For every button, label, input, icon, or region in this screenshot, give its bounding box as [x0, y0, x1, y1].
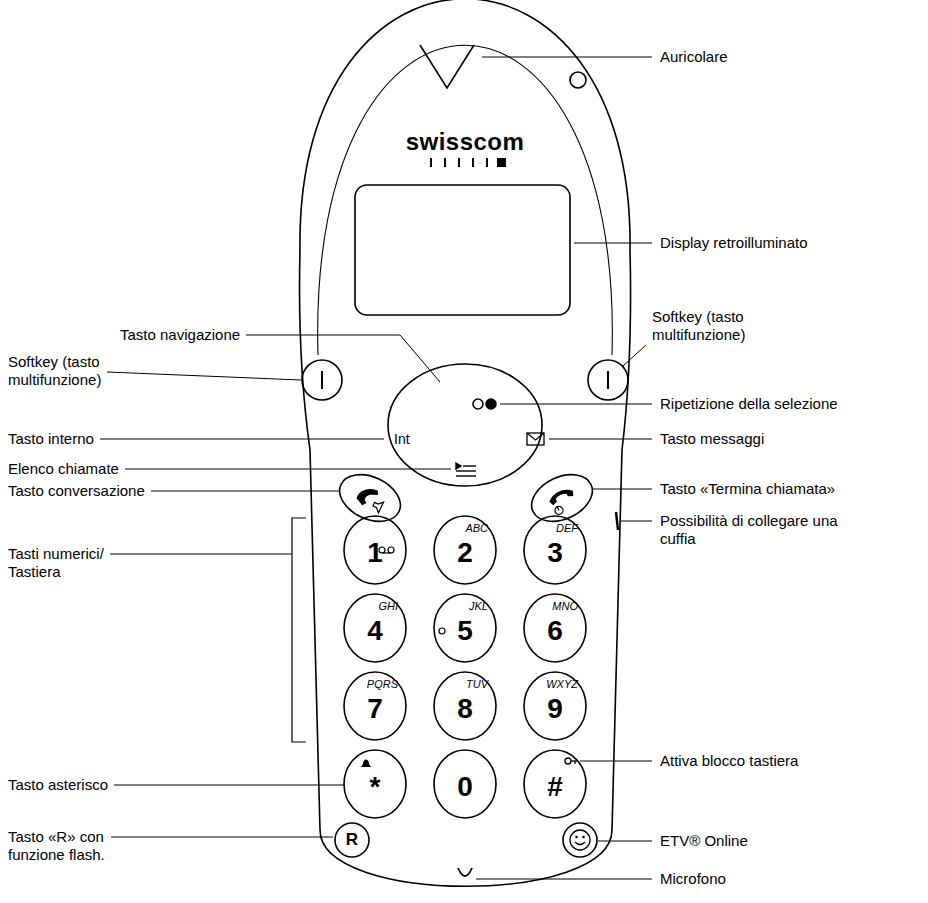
key-label: MNO	[552, 600, 578, 612]
softkey-mark	[321, 371, 323, 389]
number-key: 4 GHI	[343, 593, 407, 663]
key-label: 4	[343, 616, 407, 646]
callout-label: Softkey (tasto multifunzione)	[8, 353, 173, 389]
number-key: 7 PQRS	[343, 671, 407, 741]
number-key: 8 TUV	[433, 671, 497, 741]
leader-line	[125, 469, 451, 470]
redial-icon	[473, 399, 483, 409]
callout-label: Tasto «Termina chiamata»	[660, 480, 920, 498]
key-label: R	[334, 830, 370, 850]
key-label: JKL	[469, 600, 488, 612]
leader-line	[598, 841, 652, 842]
number-key: 5 JKL	[433, 593, 497, 663]
key-label: 7	[343, 694, 407, 724]
sensor-dot	[570, 72, 586, 88]
key-label: 5	[433, 616, 497, 646]
housing-outline	[300, 0, 631, 886]
headset-jack	[616, 512, 618, 530]
callout-label: Microfono	[660, 870, 920, 888]
key-label: TUV	[466, 678, 488, 690]
leader-line	[549, 439, 652, 440]
star-key: *	[343, 749, 407, 819]
leader-line	[151, 491, 340, 492]
key-label: 6	[523, 616, 587, 646]
key-label: 9	[523, 694, 587, 724]
number-key: 1	[343, 515, 407, 585]
display	[355, 185, 570, 315]
leader-line	[107, 372, 301, 380]
callout-label: Tasti numerici/ Tastiera	[8, 545, 133, 581]
callout-label: Tasto messaggi	[660, 430, 920, 448]
tactile-dot	[439, 628, 445, 634]
key-label: DEF	[556, 522, 578, 534]
number-key: 3 DEF	[523, 515, 587, 585]
key-label: 2	[433, 538, 497, 568]
brand-logo: swisscom	[365, 128, 565, 156]
callout-label: Softkey (tasto multifunzione)	[652, 308, 817, 344]
softkey-mark	[607, 371, 609, 389]
key-label: 3	[523, 538, 587, 568]
callout-label: Tasto navigazione	[120, 326, 255, 344]
redial-icon	[486, 399, 496, 409]
number-key: 0	[433, 749, 497, 819]
key-label: Int	[394, 430, 410, 448]
flash-key: R	[334, 822, 370, 858]
leader-line	[621, 521, 652, 522]
etv-key	[563, 823, 597, 857]
key-label: WXYZ	[546, 678, 578, 690]
callout-label: Ripetizione della selezione	[660, 395, 920, 413]
callout-label: Auricolare	[660, 48, 920, 66]
hash-key: #	[523, 749, 587, 819]
key-label: 8	[433, 694, 497, 724]
number-key: 2 ABC	[433, 515, 497, 585]
key-label: GHI	[378, 600, 398, 612]
leader-line	[100, 439, 384, 440]
softkey	[588, 360, 628, 400]
end-key	[524, 465, 600, 530]
leader-line	[592, 489, 652, 490]
microphone	[458, 868, 472, 876]
earpiece	[420, 45, 474, 88]
number-key: 9 WXYZ	[523, 671, 587, 741]
callout-label: Tasto conversazione	[8, 482, 208, 500]
callout-label: Tasto interno	[8, 430, 208, 448]
key-label: 1	[343, 538, 407, 568]
housing-inner-line	[318, 45, 613, 355]
key-label: *	[343, 772, 407, 802]
callout-label: Tasto «R» con funzione flash.	[8, 828, 143, 864]
key-label: ABC	[465, 522, 488, 534]
leader-line	[482, 57, 652, 58]
callout-label: Elenco chiamate	[8, 460, 208, 478]
number-key: 6 MNO	[523, 593, 587, 663]
softkey	[302, 360, 342, 400]
list-icon	[456, 463, 476, 476]
talk-key	[332, 465, 408, 530]
leader-line	[476, 879, 652, 880]
navigation-key: Int	[387, 363, 543, 487]
key-label: #	[523, 772, 587, 802]
leader-line	[111, 837, 333, 838]
key-label: PQRS	[367, 678, 398, 690]
leader-line	[623, 345, 646, 366]
bell-icon	[361, 760, 371, 768]
key-label: 0	[433, 772, 497, 802]
callout-label: Display retroilluminato	[660, 234, 920, 252]
leader-line	[114, 785, 344, 786]
leader-line	[580, 761, 652, 762]
leader-line	[574, 243, 652, 244]
logo-bars	[430, 158, 506, 167]
callout-label: Possibilità di collegare una cuffia	[660, 512, 845, 548]
leader-line	[246, 335, 440, 382]
key-outline	[387, 363, 543, 487]
callout-label: Tasto asterisco	[8, 776, 208, 794]
callout-label: ETV® Online	[660, 832, 920, 850]
callout-label: Attiva blocco tastiera	[660, 752, 920, 770]
leader-line	[110, 554, 292, 555]
leader-line	[500, 404, 652, 405]
keypad-bracket	[292, 518, 306, 742]
